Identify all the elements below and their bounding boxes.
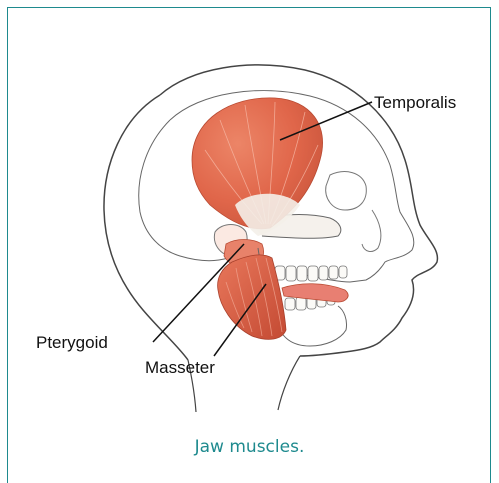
nasal-cavity [362,210,381,251]
upper-teeth [275,266,347,281]
neck-front [278,356,300,410]
label-temporalis: Temporalis [374,93,456,112]
eye-orbit [326,172,367,210]
label-pterygoid: Pterygoid [36,333,108,352]
back-of-head-outline [104,95,188,360]
label-masseter: Masseter [145,358,215,377]
figure-caption: Jaw muscles. [0,437,499,457]
